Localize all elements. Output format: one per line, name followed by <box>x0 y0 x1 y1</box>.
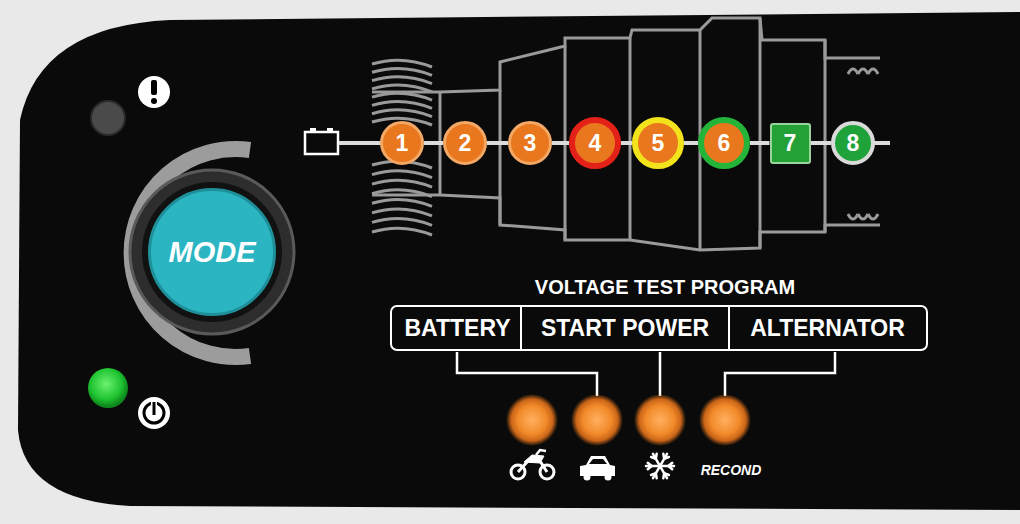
step-connector <box>750 141 770 145</box>
battery-symbol <box>305 128 338 154</box>
charge-step: 1 <box>380 121 424 165</box>
step-connector <box>811 141 832 145</box>
step-connector <box>684 141 698 145</box>
recond-label: RECOND <box>701 462 762 478</box>
node-text: 3 <box>524 130 537 157</box>
charge-step: 3 <box>508 121 552 165</box>
node-text: START POWER <box>541 315 709 342</box>
node-text: 5 <box>652 130 665 157</box>
snowflake-icon <box>646 454 674 478</box>
step-connector <box>552 141 569 145</box>
program-heading: VOLTAGE TEST PROGRAM <box>535 276 795 299</box>
label-text: VOLTAGE TEST PROGRAM <box>535 276 795 298</box>
program-box: BATTERY <box>390 305 525 351</box>
charge-step: 4 <box>569 117 621 169</box>
node-text: 1 <box>396 130 409 157</box>
panel <box>18 12 1020 510</box>
node-text: ALTERNATOR <box>750 315 905 342</box>
step-line <box>873 141 890 145</box>
warning-led <box>91 101 125 135</box>
step-connector <box>621 141 632 145</box>
node-text: 6 <box>718 130 731 157</box>
node-text: 2 <box>459 130 472 157</box>
charge-step: 8 <box>831 121 875 165</box>
battery-illustration <box>372 18 880 250</box>
node-text: BATTERY <box>404 315 510 342</box>
step-connector <box>424 141 443 145</box>
node-text: MODE <box>169 236 256 269</box>
step-connector <box>487 141 508 145</box>
program-box: START POWER <box>520 305 730 351</box>
step-line <box>339 141 382 145</box>
charge-step: 5 <box>632 117 684 169</box>
spring <box>372 60 878 235</box>
motorcycle-icon <box>511 450 554 479</box>
power-led <box>88 368 128 408</box>
mode-bezel <box>130 170 294 334</box>
leader-line <box>457 352 835 396</box>
program-box: ALTERNATOR <box>728 305 928 351</box>
mode-bezel-inner <box>142 182 282 322</box>
mode-button: MODE <box>148 188 276 316</box>
program-led <box>506 394 751 446</box>
warning-icon <box>138 76 170 108</box>
car-icon <box>580 456 615 481</box>
power-icon <box>138 397 170 429</box>
node-text: 4 <box>589 130 602 157</box>
node-text: 7 <box>784 130 797 157</box>
charge-step: 6 <box>698 117 750 169</box>
label-text: RECOND <box>701 462 762 478</box>
charge-step: 7 <box>770 123 811 164</box>
node-text: 8 <box>847 130 860 157</box>
charge-step: 2 <box>443 121 487 165</box>
